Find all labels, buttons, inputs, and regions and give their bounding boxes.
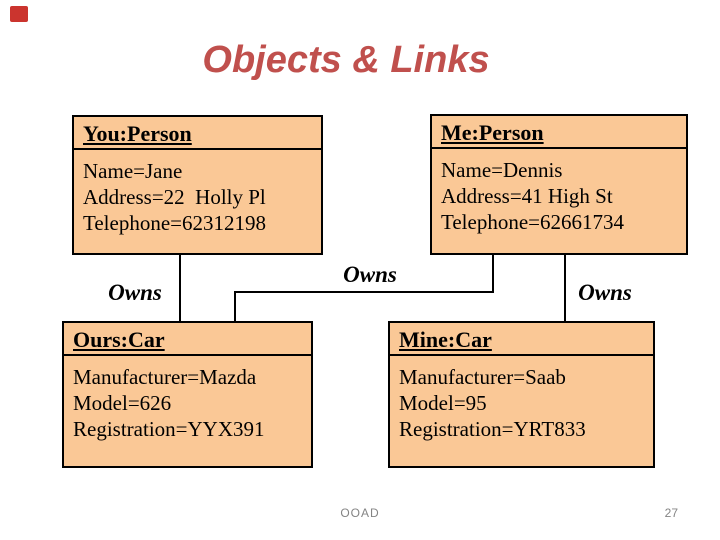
attribute-line: Manufacturer=Saab <box>399 365 566 389</box>
object-box-mine-car: Mine:Car Manufacturer=Saab Model=95 Regi… <box>388 321 655 468</box>
attribute-line: Manufacturer=Mazda <box>73 365 257 389</box>
object-name-mine-car: Mine:Car <box>390 323 653 356</box>
link-line-me-to-ours-vertical-left <box>234 293 236 321</box>
link-line-me-to-mine <box>564 255 566 321</box>
attribute-line: Address=41 High St <box>441 184 613 208</box>
footer-page-number: 27 <box>664 506 678 520</box>
object-box-ours-car: Ours:Car Manufacturer=Mazda Model=626 Re… <box>62 321 313 468</box>
link-label-me-owns-mine: Owns <box>578 280 632 305</box>
object-box-you-person: You:Person Name=Jane Address=22 Holly Pl… <box>72 115 323 255</box>
object-name-me-person: Me:Person <box>432 116 686 149</box>
attribute-line: Registration=YYX391 <box>73 417 265 441</box>
attribute-line: Registration=YRT833 <box>399 417 586 441</box>
attribute-line: Telephone=62661734 <box>441 210 625 234</box>
object-name-you-person: You:Person <box>74 117 321 150</box>
attribute-line: Address=22 Holly Pl <box>83 185 266 209</box>
attribute-line: Model=95 <box>399 391 487 415</box>
object-attributes-you-person: Name=Jane Address=22 Holly Pl Telephone=… <box>74 150 321 236</box>
object-attributes-mine-car: Manufacturer=Saab Model=95 Registration=… <box>390 356 653 442</box>
object-box-me-person: Me:Person Name=Dennis Address=41 High St… <box>430 114 688 255</box>
attribute-line: Name=Dennis <box>441 158 563 182</box>
link-label-you-owns-ours: Owns <box>108 280 162 305</box>
link-line-me-to-ours-vertical-right <box>492 255 494 293</box>
attribute-line: Telephone=62312198 <box>83 211 267 235</box>
slide-title: Objects & Links <box>202 39 490 81</box>
link-line-me-to-ours-horizontal <box>234 291 494 293</box>
link-line-you-to-ours <box>179 255 181 321</box>
object-name-ours-car: Ours:Car <box>64 323 311 356</box>
corner-mark-logo <box>10 6 28 22</box>
attribute-line: Model=626 <box>73 391 172 415</box>
object-attributes-me-person: Name=Dennis Address=41 High St Telephone… <box>432 149 686 235</box>
object-attributes-ours-car: Manufacturer=Mazda Model=626 Registratio… <box>64 356 311 442</box>
link-label-me-owns-ours: Owns <box>343 262 397 287</box>
attribute-line: Name=Jane <box>83 159 183 183</box>
footer-course-label: OOAD <box>340 506 380 520</box>
